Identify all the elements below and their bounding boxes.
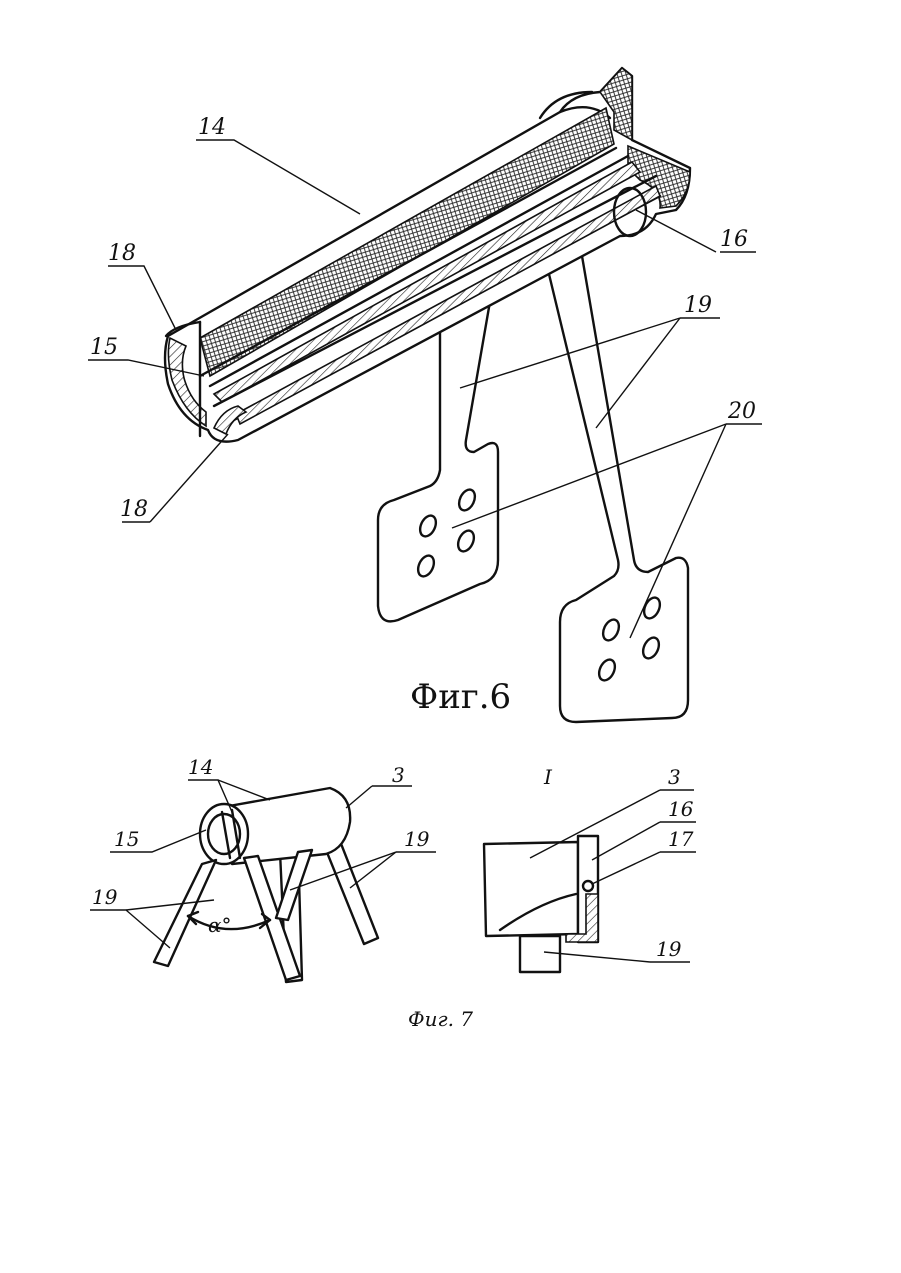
detail-label-17: 17 bbox=[668, 827, 694, 851]
label-18-bottom: 18 bbox=[120, 497, 148, 522]
fig7-label-14: 14 bbox=[188, 755, 213, 779]
label-19: 19 bbox=[684, 293, 712, 318]
label-20: 20 bbox=[727, 399, 756, 424]
figure-7-caption: Фиг. 7 bbox=[408, 1007, 473, 1031]
stand-leg-right bbox=[545, 235, 688, 722]
figure-6: 14 16 18 15 19 20 18 Фиг.6 bbox=[88, 68, 762, 722]
label-16: 16 bbox=[720, 227, 748, 252]
housing-14 bbox=[165, 68, 690, 442]
detail-label-19: 19 bbox=[656, 937, 682, 961]
label-15: 15 bbox=[90, 335, 118, 360]
figure-6-caption: Фиг.6 bbox=[410, 677, 511, 717]
fig7-label-3: 3 bbox=[392, 763, 405, 787]
label-14: 14 bbox=[198, 115, 226, 140]
detail-label-16: 16 bbox=[668, 797, 694, 821]
figure-7-assembly: 14 3 15 19 19 α° bbox=[90, 755, 436, 982]
label-18-top: 18 bbox=[108, 241, 136, 266]
detail-title-I: I bbox=[543, 765, 553, 789]
detail-label-3: 3 bbox=[668, 765, 681, 789]
fig7-label-15: 15 bbox=[114, 827, 139, 851]
fig7-label-19-left: 19 bbox=[92, 885, 118, 909]
figure-7-detail-I: I 3 16 17 19 bbox=[484, 765, 696, 972]
fig7-angle-label: α° bbox=[208, 913, 232, 937]
fig7-label-19-right: 19 bbox=[404, 827, 430, 851]
